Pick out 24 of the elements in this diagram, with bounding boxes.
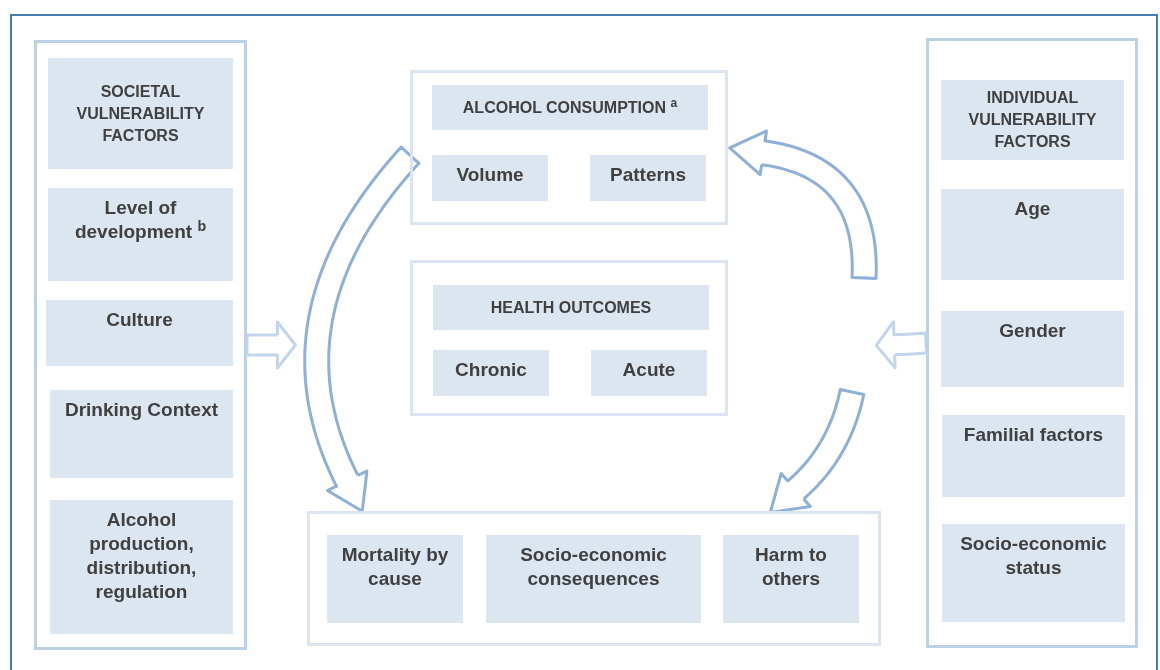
factor-box: Harm to others — [723, 535, 859, 623]
factor-box: Patterns — [590, 155, 706, 201]
factor-box: Volume — [432, 155, 548, 201]
factor-box: Familial factors — [942, 415, 1125, 497]
group-box — [410, 70, 728, 225]
factor-box: Gender — [941, 311, 1124, 387]
factor-panel — [926, 38, 1138, 648]
factor-box: Level of development $^{b}$ — [48, 188, 233, 281]
factor-box: Socio-economic consequences — [486, 535, 701, 623]
heading-box: INDIVIDUAL VULNERABILITY FACTORS — [941, 80, 1124, 160]
factor-box: Culture — [46, 300, 233, 366]
heading-box: SOCIETAL VULNERABILITY FACTORS — [48, 58, 233, 169]
factor-box: Chronic — [433, 350, 549, 396]
factor-box: Socio-economic status — [942, 524, 1125, 622]
factor-box: Mortality by cause — [327, 535, 463, 623]
heading-box: HEALTH OUTCOMES — [433, 285, 709, 330]
group-box — [307, 511, 881, 646]
group-box — [410, 260, 728, 416]
heading-box: ALCOHOL CONSUMPTION $^{a}$ — [432, 85, 708, 130]
factor-panel — [34, 40, 247, 650]
factor-box: Acute — [591, 350, 707, 396]
factor-box: Age — [941, 189, 1124, 280]
factor-box: Alcohol production, distribution, regulation — [50, 500, 233, 634]
factor-box: Drinking Context — [50, 390, 233, 478]
